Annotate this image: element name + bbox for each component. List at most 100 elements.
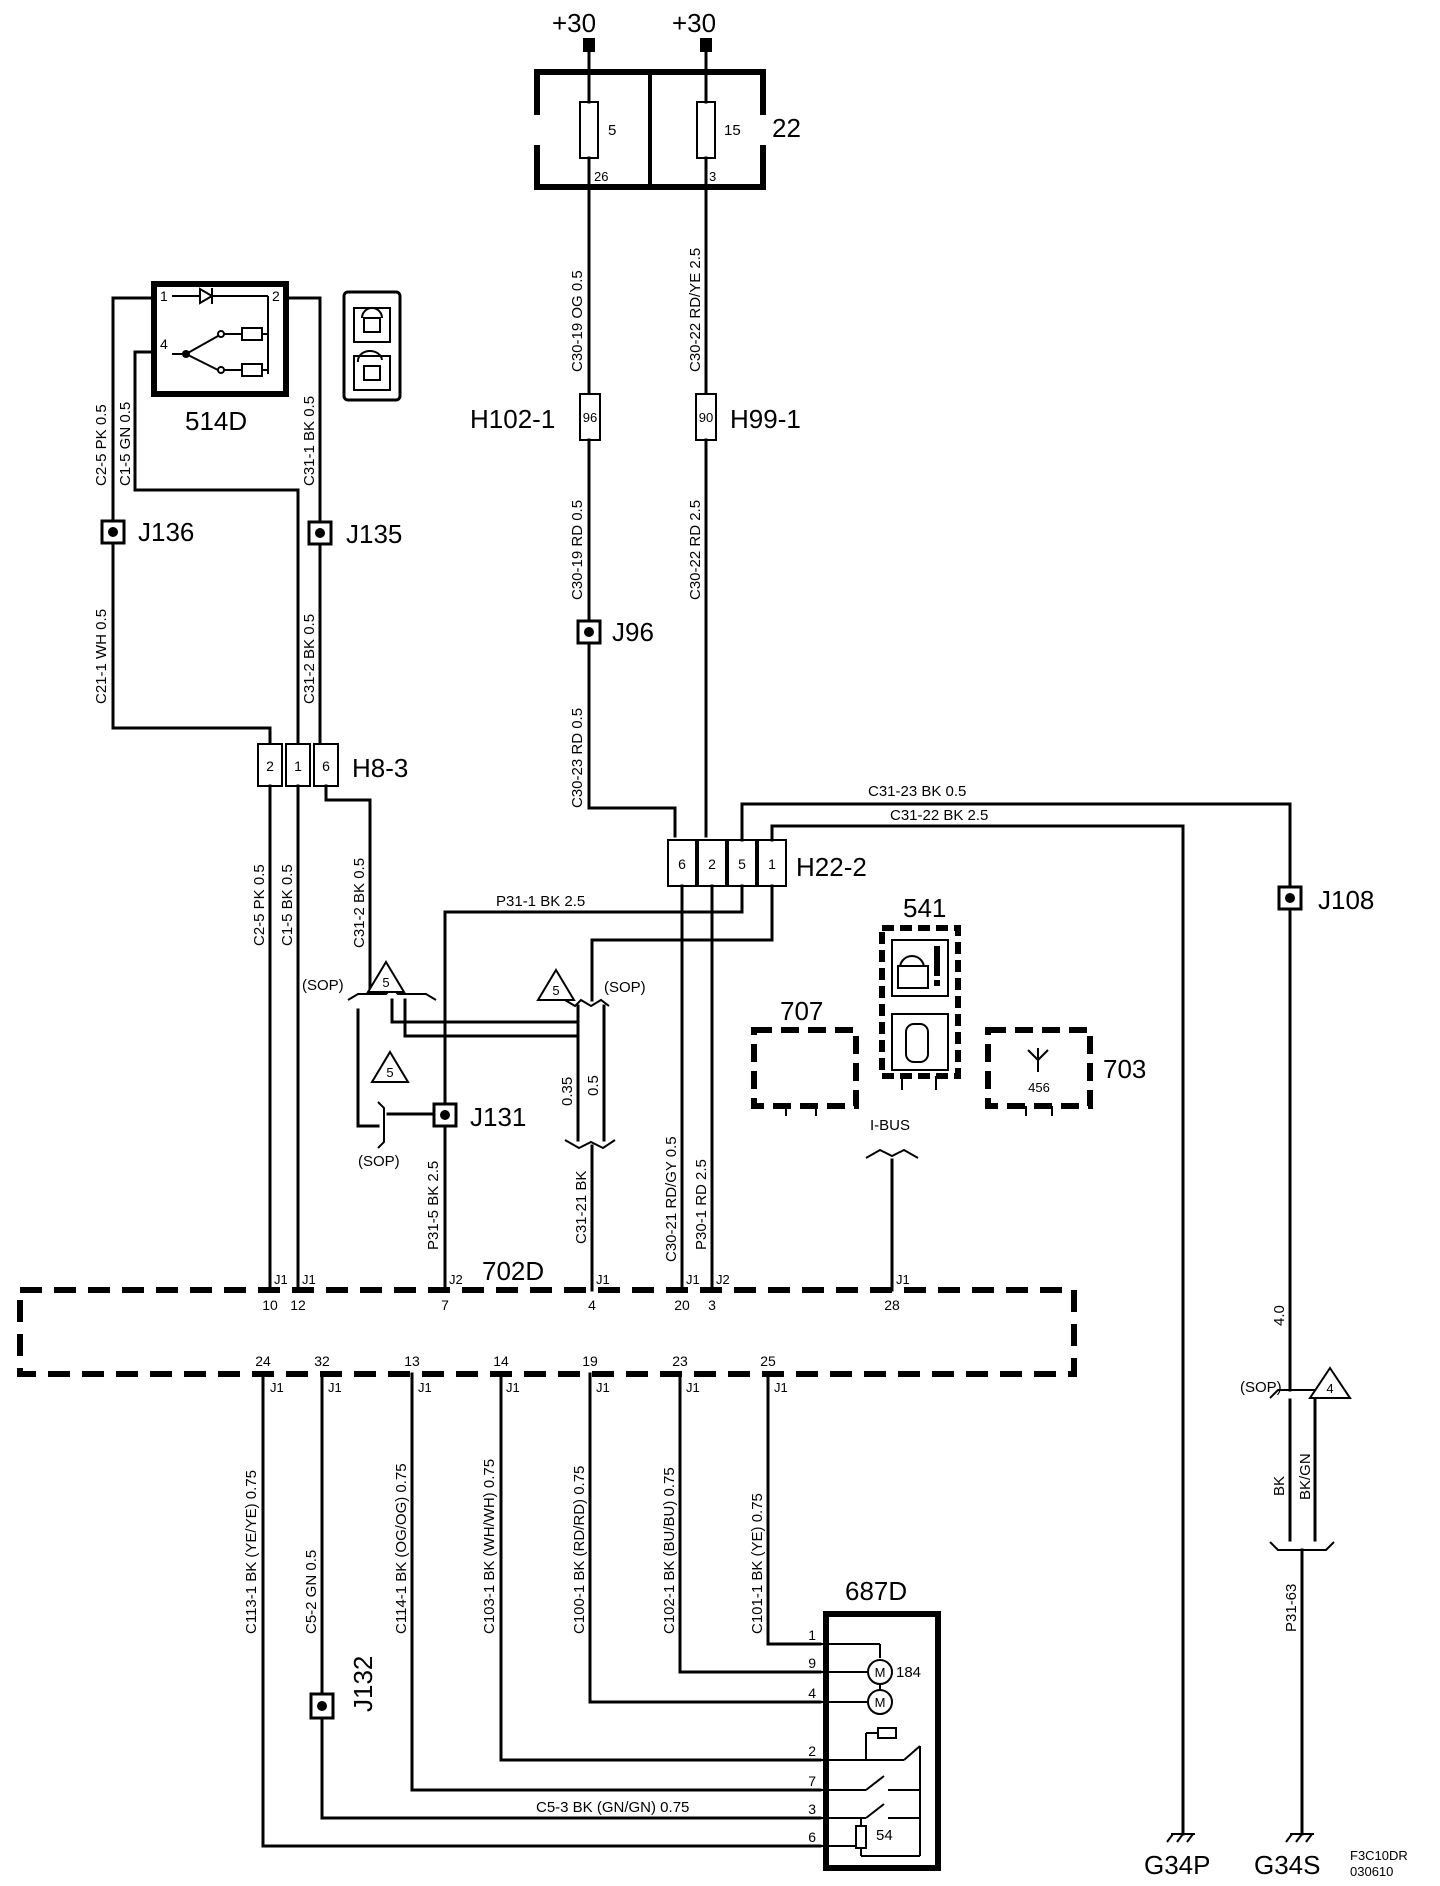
svg-text:1: 1 bbox=[294, 758, 302, 774]
svg-text:3: 3 bbox=[808, 1801, 816, 1817]
svg-text:C21-1 WH 0.5: C21-1 WH 0.5 bbox=[93, 609, 110, 704]
lock-unlock-icons bbox=[342, 290, 402, 402]
svg-text:C102-1 BK (BU/BU) 0.75: C102-1 BK (BU/BU) 0.75 bbox=[661, 1467, 678, 1634]
svg-text:J1: J1 bbox=[896, 1272, 910, 1287]
svg-text:C2-5 PK 0.5: C2-5 PK 0.5 bbox=[93, 404, 110, 486]
svg-text:J1: J1 bbox=[274, 1272, 288, 1287]
svg-text:4: 4 bbox=[808, 1685, 816, 1701]
svg-text:C31-1 BK 0.5: C31-1 BK 0.5 bbox=[301, 396, 318, 486]
led-icon bbox=[199, 287, 214, 305]
svg-text:J2: J2 bbox=[716, 1272, 730, 1287]
svg-text:6: 6 bbox=[322, 758, 330, 774]
module-702d: 702D J1 J1 J2 J1 J1 J2 J1 10 12 7 4 20 3… bbox=[17, 1256, 1077, 1395]
svg-text:24: 24 bbox=[255, 1353, 271, 1369]
svg-text:5: 5 bbox=[382, 975, 389, 990]
svg-text:P31-5 BK 2.5: P31-5 BK 2.5 bbox=[425, 1161, 442, 1250]
sop-notes: (SOP) 5 5 (SOP) 5 (SOP) (SOP) 4 bbox=[302, 960, 1352, 1399]
fuse-box-label: 22 bbox=[772, 113, 801, 143]
svg-text:C100-1 BK (RD/RD) 0.75: C100-1 BK (RD/RD) 0.75 bbox=[571, 1466, 588, 1634]
svg-text:4: 4 bbox=[160, 336, 168, 352]
svg-text:3: 3 bbox=[708, 1297, 716, 1313]
fuse-15-rating: 15 bbox=[724, 122, 741, 139]
ibus-label: I-BUS bbox=[870, 1117, 910, 1134]
wires-main-supply: 96 90 H102-1 H99-1 J96 bbox=[470, 185, 801, 838]
svg-text:C30-19 RD 0.5: C30-19 RD 0.5 bbox=[569, 500, 586, 600]
connector-h8-3: 2 1 6 H8-3 bbox=[257, 743, 408, 787]
svg-text:J1: J1 bbox=[774, 1380, 788, 1395]
module-702d-label: 702D bbox=[482, 1256, 544, 1286]
terminal-a bbox=[583, 38, 595, 52]
svg-text:J1: J1 bbox=[596, 1380, 610, 1395]
svg-text:C30-23 RD 0.5: C30-23 RD 0.5 bbox=[569, 708, 586, 808]
unlock-icon bbox=[353, 355, 391, 391]
svg-text:2: 2 bbox=[808, 1743, 816, 1759]
h102-label: H102-1 bbox=[470, 404, 555, 434]
svg-text:5: 5 bbox=[552, 983, 559, 998]
svg-text:4: 4 bbox=[588, 1297, 596, 1313]
svg-text:M: M bbox=[875, 1695, 886, 1710]
svg-text:C113-1 BK (YE/YE) 0.75: C113-1 BK (YE/YE) 0.75 bbox=[243, 1470, 260, 1634]
car-icon bbox=[905, 1023, 929, 1063]
svg-text:2: 2 bbox=[708, 856, 716, 872]
svg-text:C101-1 BK (YE) 0.75: C101-1 BK (YE) 0.75 bbox=[749, 1493, 766, 1634]
svg-text:(SOP): (SOP) bbox=[302, 977, 344, 994]
lock-unit-label: 687D bbox=[845, 1576, 907, 1606]
h99-pin: 90 bbox=[699, 410, 713, 425]
svg-text:BK/GN: BK/GN bbox=[1297, 1453, 1314, 1500]
doc-code-1: F3C10DR bbox=[1350, 1848, 1408, 1863]
svg-text:C2-5 PK 0.5: C2-5 PK 0.5 bbox=[251, 864, 268, 946]
svg-text:C30-22 RD 2.5: C30-22 RD 2.5 bbox=[687, 500, 704, 600]
module-707: 707 bbox=[751, 996, 859, 1116]
svg-text:C1-5 BK 0.5: C1-5 BK 0.5 bbox=[279, 864, 296, 946]
svg-text:J1: J1 bbox=[596, 1272, 610, 1287]
svg-text:25: 25 bbox=[760, 1353, 776, 1369]
svg-text:2: 2 bbox=[272, 288, 280, 304]
svg-text:C31-21 BK: C31-21 BK bbox=[573, 1171, 590, 1244]
svg-text:C30-22 RD/YE 2.5: C30-22 RD/YE 2.5 bbox=[687, 248, 704, 372]
motor-code: 184 bbox=[896, 1664, 921, 1681]
h102-pin: 96 bbox=[583, 410, 597, 425]
j132-label: J132 bbox=[348, 1656, 378, 1712]
module-707-label: 707 bbox=[780, 996, 823, 1026]
svg-text:J1: J1 bbox=[686, 1272, 700, 1287]
svg-text:1: 1 bbox=[768, 856, 776, 872]
j135-label: J135 bbox=[346, 519, 402, 549]
supply-label-b: +30 bbox=[672, 8, 716, 38]
svg-text:0.35: 0.35 bbox=[559, 1077, 576, 1106]
switch-514d-label: 514D bbox=[185, 406, 247, 436]
svg-text:J1: J1 bbox=[418, 1380, 432, 1395]
svg-text:C30-21 RD/GY 0.5: C30-21 RD/GY 0.5 bbox=[663, 1136, 680, 1262]
ground-g34s: G34S bbox=[1254, 1850, 1321, 1880]
j96-label: J96 bbox=[612, 617, 654, 647]
module-703: 456 703 bbox=[985, 1027, 1146, 1116]
svg-text:P31-1 BK 2.5: P31-1 BK 2.5 bbox=[496, 893, 585, 910]
svg-text:P30-1 RD 2.5: P30-1 RD 2.5 bbox=[693, 1159, 710, 1250]
svg-text:5: 5 bbox=[386, 1065, 393, 1080]
svg-text:J1: J1 bbox=[328, 1380, 342, 1395]
switch-514d-outline bbox=[151, 281, 289, 397]
svg-text:7: 7 bbox=[441, 1297, 449, 1313]
fuse-5-rating: 5 bbox=[608, 122, 616, 139]
svg-text:4.0: 4.0 bbox=[1271, 1305, 1288, 1326]
svg-text:13: 13 bbox=[404, 1353, 420, 1369]
svg-text:7: 7 bbox=[808, 1773, 816, 1789]
h8-3-label: H8-3 bbox=[352, 753, 408, 783]
svg-text:0.5: 0.5 bbox=[585, 1075, 602, 1096]
wire-labels: C30-19 OG 0.5 C30-22 RD/YE 2.5 C30-19 RD… bbox=[93, 248, 1314, 1816]
svg-text:32: 32 bbox=[314, 1353, 330, 1369]
ground-g34p: G34P bbox=[1144, 1850, 1211, 1880]
switch-code: 54 bbox=[876, 1827, 893, 1844]
svg-text:J1: J1 bbox=[302, 1272, 316, 1287]
svg-text:14: 14 bbox=[493, 1353, 509, 1369]
svg-text:C5-3 BK (GN/GN) 0.75: C5-3 BK (GN/GN) 0.75 bbox=[536, 1799, 689, 1816]
svg-text:C31-23 BK 0.5: C31-23 BK 0.5 bbox=[868, 783, 966, 800]
svg-text:J2: J2 bbox=[449, 1272, 463, 1287]
svg-text:C31-2 BK 0.5: C31-2 BK 0.5 bbox=[351, 858, 368, 948]
svg-text:(SOP): (SOP) bbox=[358, 1153, 400, 1170]
svg-text:J1: J1 bbox=[686, 1380, 700, 1395]
svg-text:J1: J1 bbox=[270, 1380, 284, 1395]
fuse-5 bbox=[579, 101, 599, 159]
wires-middle: J131 J108 bbox=[268, 784, 1374, 1836]
doc-code-2: 030610 bbox=[1350, 1864, 1393, 1879]
wires-514d: J136 J135 bbox=[100, 296, 402, 746]
